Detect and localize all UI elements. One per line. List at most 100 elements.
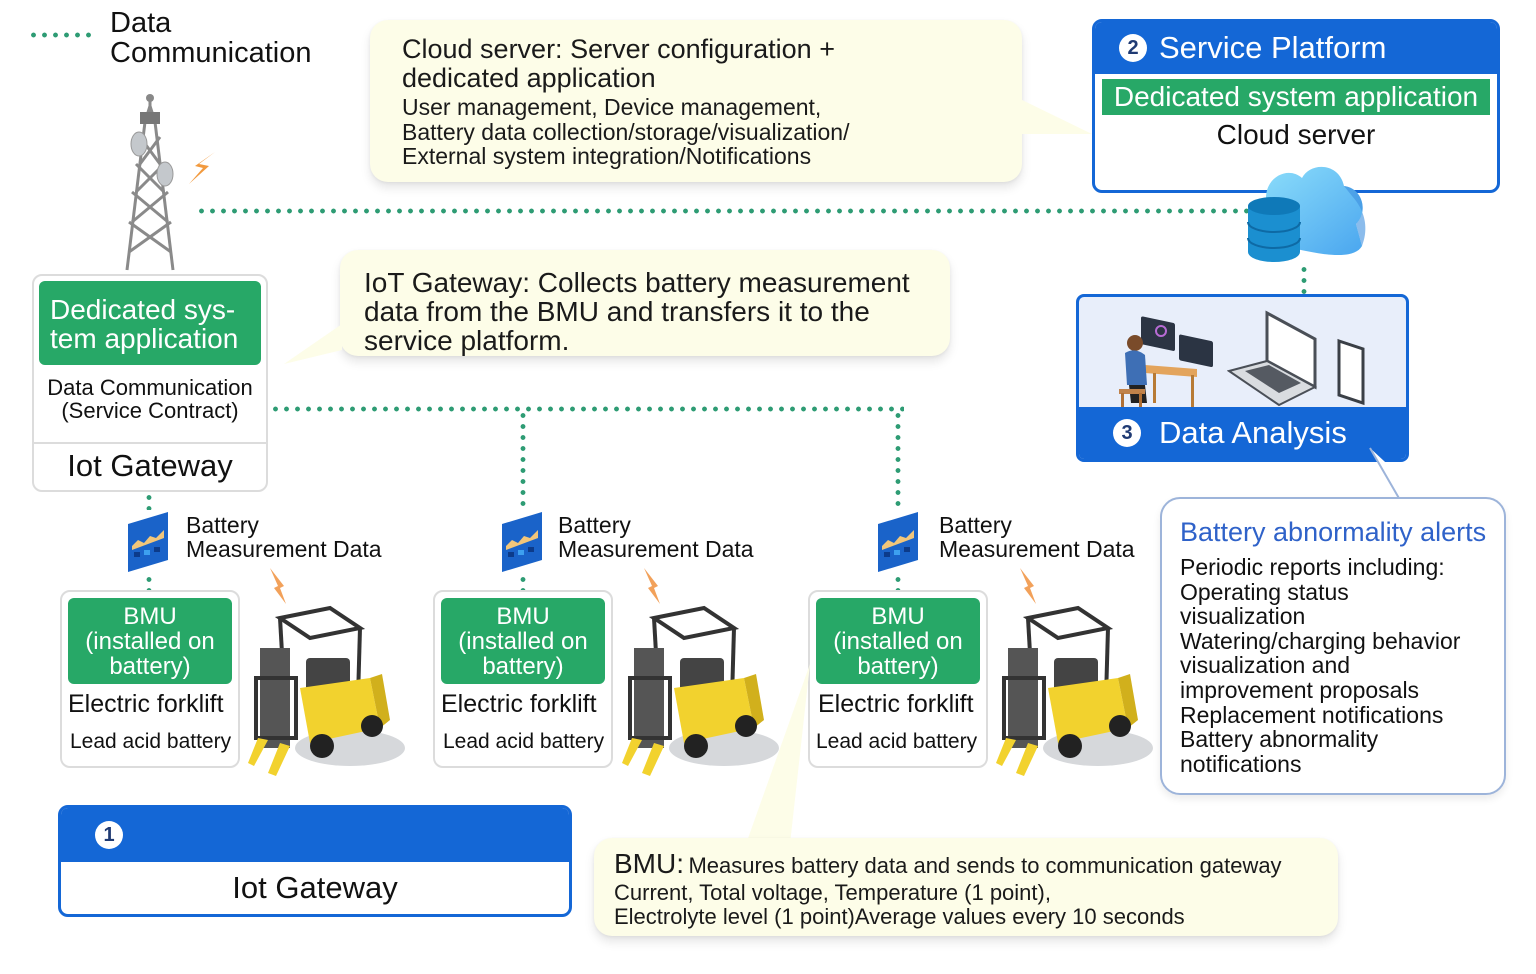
signal-bolt-icon (1020, 568, 1036, 604)
data-analysis-footer: 3 Data Analysis (1079, 407, 1406, 459)
gateway-divider (34, 442, 266, 444)
unit3-drop-line (895, 410, 901, 510)
gateway-callout-pointer (284, 324, 342, 364)
cloud-callout-title-line2: dedicated application (402, 63, 656, 93)
bmu-line2: (installed on (458, 628, 588, 655)
vehicle-label: Electric forklift (441, 690, 597, 718)
iot-gateway-legend-title: Iot Gateway (232, 870, 398, 905)
bmu-card: BMU (installed on battery) Electric fork… (433, 590, 613, 768)
alerts-line: notifications (1180, 750, 1302, 777)
alerts-line: Periodic reports including: (1180, 554, 1445, 580)
bmu-line3: battery) (482, 653, 564, 680)
gateway-comm-label: Data Communication (Service Contract) (34, 376, 266, 422)
battery-data-chip-icon (128, 512, 168, 572)
bmu-label: BMU (installed on battery) (816, 598, 980, 684)
forklift-icon (622, 605, 779, 776)
legend-dotted-line (28, 32, 94, 38)
signal-bolt-icon (189, 152, 215, 184)
cloud-server-label: Cloud server (1216, 119, 1376, 150)
cloud-callout-body-line2: Battery data collection/storage/visualiz… (402, 118, 850, 145)
alerts-callout-pointer (1369, 447, 1426, 501)
vehicle-label: Electric forklift (818, 690, 974, 718)
step-3-badge: 3 (1113, 419, 1141, 447)
battery-data-label-line2: Measurement Data (186, 536, 382, 562)
gateway-comm-line2: (Service Contract) (61, 398, 239, 423)
bmu-callout-line3: Electrolyte level (1 point)Average value… (614, 904, 1185, 929)
unit2-chip-to-bmu (520, 574, 526, 590)
battery-alerts-callout: Battery abnormality alerts Periodic repo… (1160, 497, 1506, 795)
battery-data-label-line2: Measurement Data (939, 536, 1135, 562)
forklift-icon (248, 605, 405, 776)
step-1-badge: 1 (95, 821, 123, 849)
bmu-line1: BMU (123, 603, 177, 630)
iot-gateway-legend-box: 1 Iot Gateway (58, 805, 572, 917)
alerts-line: Operating status (1180, 578, 1349, 605)
battery-data-label: Battery Measurement Data (939, 513, 1135, 561)
bmu-label: BMU (installed on battery) (68, 598, 232, 684)
bmu-line1: BMU (871, 603, 925, 630)
data-analysis-box: 3 Data Analysis (1076, 294, 1409, 462)
battery-data-label-line1: Battery (186, 512, 259, 538)
bmu-callout-pointer (746, 664, 810, 844)
gateway-callout-line3: service platform. (364, 325, 570, 356)
bmu-line3: battery) (109, 653, 191, 680)
battery-type-label: Lead acid battery (70, 730, 232, 753)
unit2-drop-line (520, 410, 526, 510)
bmu-line2: (installed on (833, 628, 963, 655)
battery-data-label: Battery Measurement Data (558, 513, 754, 561)
battery-data-label-line2: Measurement Data (558, 536, 754, 562)
tower-to-cloud-line (196, 208, 1248, 214)
iot-gateway-callout: IoT Gateway: Collects battery measuremen… (340, 250, 950, 356)
gateway-app-line2: tem application (50, 323, 239, 354)
battery-data-chip-icon (502, 512, 542, 572)
service-app-label: Dedicated system application (1102, 79, 1490, 115)
service-platform-title: Service Platform (1159, 30, 1387, 65)
battery-data-label-line1: Battery (939, 512, 1012, 538)
battery-type-label: Lead acid battery (443, 730, 605, 753)
cloud-to-analysis-line (1301, 264, 1307, 296)
bmu-callout-desc: Measures battery data and sends to commu… (688, 853, 1282, 878)
signal-bolt-icon (270, 568, 286, 604)
laptop-icon (1227, 310, 1318, 407)
vehicle-label: Electric forklift (68, 690, 224, 718)
alerts-line: Replacement notifications (1180, 701, 1444, 728)
battery-data-chip-icon (878, 512, 918, 572)
gateway-app-label: Dedicated sys- tem application (39, 281, 261, 365)
cloud-callout-body-line1: User management, Device management, (402, 94, 822, 120)
battery-data-label: Battery Measurement Data (186, 513, 382, 561)
iot-gateway-card: Dedicated sys- tem application Data Comm… (32, 274, 268, 492)
unit1-chip-to-bmu (146, 574, 152, 590)
alerts-line: Watering/charging behavior (1180, 627, 1461, 654)
gateway-callout-line2: data from the BMU and transfers it to th… (364, 296, 870, 327)
analyst-workstation-icon (1119, 316, 1213, 415)
bmu-label: BMU (installed on battery) (441, 598, 605, 684)
iot-gateway-legend-header: 1 (61, 808, 569, 862)
alerts-line: Battery abnormality (1180, 726, 1379, 753)
battery-data-label-line1: Battery (558, 512, 631, 538)
gateway-app-line1: Dedicated sys- (50, 294, 236, 325)
battery-type-label: Lead acid battery (816, 730, 978, 753)
tablet-icon (1337, 338, 1365, 406)
step-2-badge: 2 (1119, 34, 1147, 62)
unit1-drop-line (146, 492, 152, 510)
legend-label: Data Communication (110, 8, 311, 68)
unit3-chip-to-bmu (895, 574, 901, 590)
bmu-card: BMU (installed on battery) Electric fork… (60, 590, 240, 768)
gateway-to-units-line (270, 406, 904, 412)
cloud-callout-title-line1: Cloud server: Server configuration + (402, 34, 835, 64)
bmu-callout-line2: Current, Total voltage, Temperature (1 p… (614, 880, 1051, 905)
gateway-card-title: Iot Gateway (67, 448, 233, 483)
cloud-callout-body-line3: External system integration/Notification… (402, 143, 812, 169)
gateway-comm-line1: Data Communication (47, 375, 253, 400)
gateway-callout-line1: IoT Gateway: Collects battery measuremen… (364, 267, 910, 298)
bmu-callout-line1: BMU: Measures battery data and sends to … (614, 850, 1338, 881)
data-analysis-title: Data Analysis (1159, 415, 1347, 450)
bmu-callout: BMU: Measures battery data and sends to … (594, 838, 1338, 936)
alerts-line: improvement proposals (1180, 676, 1420, 703)
legend-label-line2: Communication (110, 37, 312, 69)
bmu-card: BMU (installed on battery) Electric fork… (808, 590, 988, 768)
bmu-line1: BMU (496, 603, 550, 630)
legend-label-line1: Data (110, 7, 172, 39)
forklift-icon (996, 605, 1153, 776)
bmu-callout-title: BMU: (614, 848, 684, 879)
